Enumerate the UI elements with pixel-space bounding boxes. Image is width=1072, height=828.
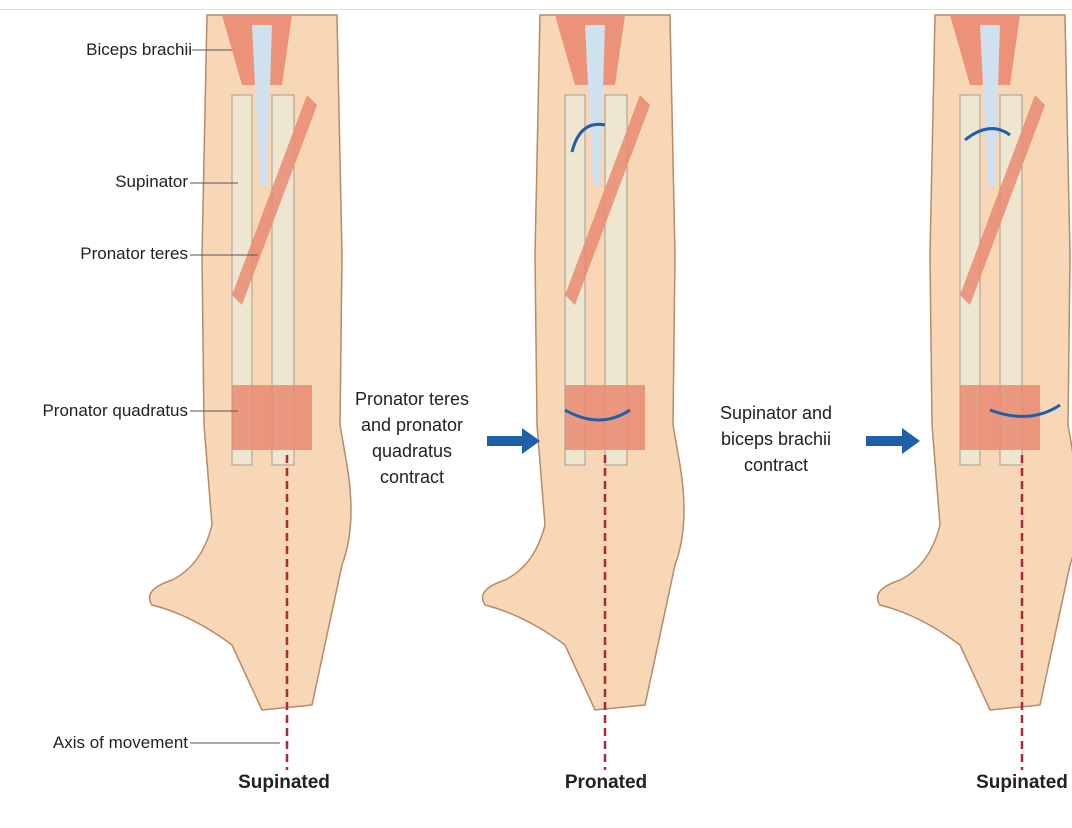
step-line: quadratus bbox=[371, 441, 453, 461]
axis-lines bbox=[285, 455, 1024, 770]
step-line: contract bbox=[379, 467, 445, 487]
step-supination-text: Supinator and biceps brachii contract bbox=[720, 400, 832, 478]
arrows bbox=[487, 428, 920, 454]
arm-supinated-left bbox=[148, 14, 352, 711]
step-pronation-text: Pronator teres and pronator quadratus co… bbox=[355, 386, 469, 490]
label-pronator-teres: Pronator teres bbox=[80, 244, 188, 263]
rotation-arrows bbox=[564, 122, 1061, 422]
step-line: Pronator teres bbox=[354, 389, 470, 409]
label-biceps-brachii: Biceps brachii bbox=[86, 40, 192, 59]
step-line: Supinator and bbox=[719, 403, 833, 423]
step-line: contract bbox=[743, 455, 809, 475]
label-supinator: Supinator bbox=[115, 172, 188, 191]
leader-lines bbox=[190, 49, 280, 744]
step-line: and pronator bbox=[360, 415, 464, 435]
arm-pronated bbox=[481, 14, 685, 711]
arrow-right-icon bbox=[487, 428, 540, 454]
step-line: biceps brachii bbox=[720, 429, 832, 449]
label-axis-of-movement: Axis of movement bbox=[52, 733, 188, 752]
top-divider bbox=[0, 9, 1072, 10]
caption-supinated-right: Supinated bbox=[976, 772, 1068, 793]
arrow-right-icon bbox=[866, 428, 920, 454]
label-pronator-quadratus: Pronator quadratus bbox=[42, 401, 188, 420]
caption-supinated-left: Supinated bbox=[238, 772, 330, 793]
caption-pronated: Pronated bbox=[564, 772, 648, 793]
arm-supinated-right bbox=[876, 14, 1072, 711]
